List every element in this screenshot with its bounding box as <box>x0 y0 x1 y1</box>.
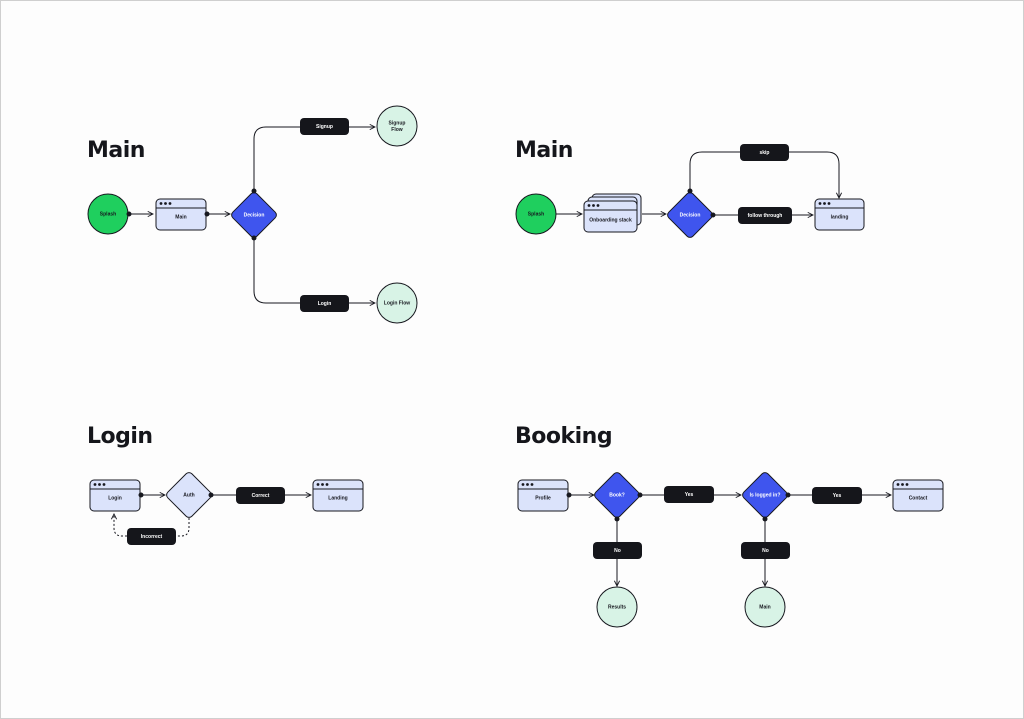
svg-text:skip: skip <box>759 150 769 156</box>
node-results[interactable]: Results <box>596 586 638 628</box>
node-label: Decision <box>680 212 701 218</box>
edge-label-signup: Signup <box>300 118 349 135</box>
node-label: Main <box>759 604 770 610</box>
node-label: Splash <box>100 211 116 217</box>
svg-text:Signup: Signup <box>389 120 406 126</box>
connector-dashed <box>114 514 127 537</box>
node-label: Splash <box>528 211 544 217</box>
connector <box>789 151 839 198</box>
connector-dot <box>138 492 144 498</box>
svg-text:follow through: follow through <box>748 213 783 219</box>
node-landing-screen[interactable]: Landing <box>312 479 364 512</box>
node-signup-flow[interactable]: Signup Flow <box>376 105 418 147</box>
node-login-screen[interactable]: Login <box>89 479 141 512</box>
connector-dot <box>126 211 132 217</box>
node-logged-in-decision[interactable]: Is logged in? <box>741 471 789 519</box>
svg-text:Flow: Flow <box>391 127 402 133</box>
connector-dashed <box>176 518 190 537</box>
connector-dot <box>204 211 210 217</box>
node-profile-screen[interactable]: Profile <box>517 479 569 512</box>
connector <box>689 151 740 191</box>
connector-dot <box>785 492 791 498</box>
edge-label-follow-through: follow through <box>738 207 792 224</box>
edge-label-correct: Correct <box>236 487 285 504</box>
node-decision[interactable]: Decision <box>230 191 278 239</box>
flow-main-1: Main Splash Main Decision <box>87 105 418 324</box>
node-landing-screen[interactable]: landing <box>814 198 865 231</box>
svg-text:Signup: Signup <box>316 124 333 130</box>
flow-login: Login Login Auth Correct Landing <box>87 424 364 545</box>
node-login-flow[interactable]: Login Flow <box>376 282 418 324</box>
node-label: Landing <box>328 495 347 501</box>
node-decision[interactable]: Decision <box>666 191 714 239</box>
svg-text:Yes: Yes <box>833 493 842 499</box>
connector-dot <box>251 235 257 241</box>
node-splash[interactable]: Splash <box>87 193 129 235</box>
node-label: landing <box>831 214 849 220</box>
node-label: Is logged in? <box>750 492 781 498</box>
svg-text:Login: Login <box>318 301 332 307</box>
svg-text:Incorrect: Incorrect <box>141 534 163 540</box>
node-label: Book? <box>609 492 625 498</box>
node-main-screen[interactable]: Main <box>155 198 207 231</box>
connector-dot <box>566 492 572 498</box>
connector <box>253 126 300 191</box>
svg-text:No: No <box>762 548 769 554</box>
edge-label-login: Login <box>300 295 349 312</box>
edge-label-no: No <box>593 542 642 559</box>
edge-label-yes: Yes <box>812 487 862 504</box>
svg-text:Yes: Yes <box>685 492 694 498</box>
node-splash[interactable]: Splash <box>515 193 557 235</box>
connector-dot <box>762 516 768 522</box>
flow-title: Main <box>87 138 145 163</box>
node-label: Contact <box>909 495 928 501</box>
node-label: Profile <box>535 495 551 501</box>
connector-dot <box>637 492 643 498</box>
svg-text:Login Flow: Login Flow <box>384 300 410 306</box>
connector-dot <box>687 188 693 194</box>
connector-dot <box>251 188 257 194</box>
node-auth[interactable]: Auth <box>165 471 213 519</box>
flow-title: Main <box>515 138 573 163</box>
connector-dot <box>208 492 214 498</box>
connector <box>253 238 300 304</box>
node-book-decision[interactable]: Book? <box>593 471 641 519</box>
edge-label-incorrect: Incorrect <box>127 528 176 545</box>
node-onboarding-stack[interactable]: Onboarding stack <box>583 193 642 233</box>
node-contact-screen[interactable]: Contact <box>892 479 944 512</box>
node-label: Auth <box>183 492 194 498</box>
connector-dot <box>710 212 716 218</box>
edge-label-skip: skip <box>740 144 789 161</box>
flow-title: Booking <box>515 424 612 449</box>
edge-label-no: No <box>741 542 790 559</box>
node-main[interactable]: Main <box>744 586 786 628</box>
node-label: Onboarding stack <box>589 217 632 223</box>
node-label: Login <box>108 495 122 501</box>
flow-booking: Booking Profile Book? Yes Is logge <box>515 424 944 628</box>
node-label: Main <box>175 214 186 220</box>
node-label: Decision <box>244 212 265 218</box>
connector-dot <box>614 516 620 522</box>
svg-text:No: No <box>614 548 621 554</box>
flow-title: Login <box>87 424 153 449</box>
edge-label-yes: Yes <box>664 486 714 503</box>
svg-text:Correct: Correct <box>252 493 270 499</box>
node-label: Results <box>608 604 626 610</box>
flow-main-2: Main Splash Onboarding stack Decision <box>515 138 865 239</box>
